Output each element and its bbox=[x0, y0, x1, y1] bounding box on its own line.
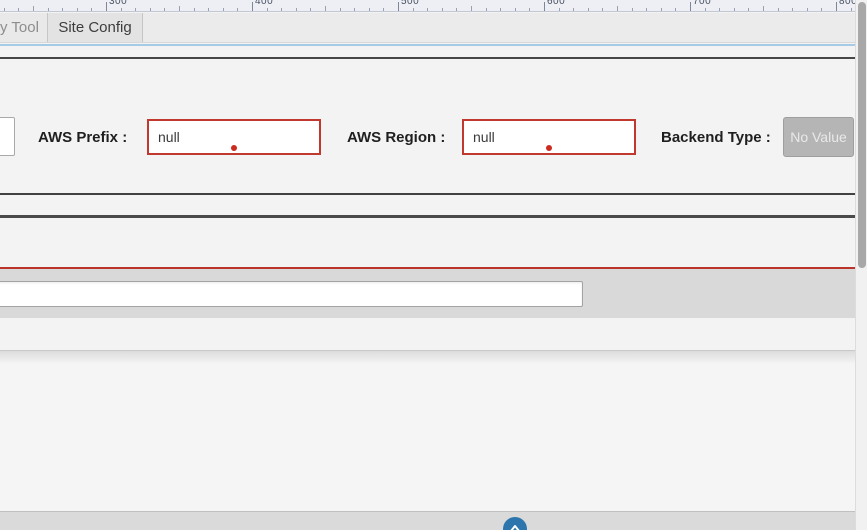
tab-query-tool[interactable]: y Tool bbox=[0, 13, 48, 42]
ruler-tick bbox=[427, 8, 429, 11]
ruler-label: 800 bbox=[839, 0, 855, 7]
ruler-tick bbox=[602, 8, 604, 11]
ruler-tick bbox=[544, 2, 545, 11]
section-divider-top bbox=[0, 57, 855, 59]
ruler-label: 400 bbox=[255, 0, 274, 7]
ruler-tick bbox=[47, 8, 49, 11]
ruler-tick bbox=[91, 8, 93, 11]
active-tab-accent-line bbox=[0, 44, 867, 46]
aws-region-field bbox=[462, 119, 636, 155]
ruler-tick bbox=[821, 8, 823, 11]
ruler-tick bbox=[441, 8, 443, 11]
ruler-label: 500 bbox=[401, 0, 420, 7]
section-divider-middle-2 bbox=[0, 215, 855, 218]
ruler-label: 700 bbox=[693, 0, 712, 7]
backend-type-value-text: No Value bbox=[790, 129, 847, 145]
ruler-tick bbox=[558, 8, 560, 11]
ruler-tick bbox=[222, 8, 224, 11]
ruler-tick bbox=[836, 2, 837, 11]
ruler-label: 600 bbox=[547, 0, 566, 7]
tab-label: y Tool bbox=[0, 19, 39, 36]
ruler-tick bbox=[748, 8, 750, 11]
error-section-divider bbox=[0, 267, 855, 269]
ruler-tick bbox=[295, 8, 297, 11]
section-divider-middle-1 bbox=[0, 193, 855, 195]
ruler-tick bbox=[646, 8, 648, 11]
ruler-tick bbox=[62, 8, 64, 11]
ruler-tick bbox=[135, 8, 137, 11]
ruler-tick bbox=[806, 8, 808, 11]
ruler-tick bbox=[456, 8, 458, 11]
ruler-tick bbox=[164, 8, 166, 11]
ruler-tick bbox=[325, 6, 326, 11]
ruler-tick bbox=[3, 8, 5, 11]
backend-type-value[interactable]: No Value bbox=[783, 117, 854, 157]
ruler-label: 300 bbox=[109, 0, 128, 7]
ruler-tick bbox=[208, 8, 210, 11]
ruler-tick bbox=[485, 8, 487, 11]
ruler-tick bbox=[33, 6, 34, 11]
backend-type-label: Backend Type : bbox=[661, 129, 771, 146]
ruler-tick bbox=[733, 8, 735, 11]
ruler-tick bbox=[792, 8, 794, 11]
ruler-tick bbox=[18, 8, 20, 11]
tab-label: Site Config bbox=[58, 19, 132, 36]
ruler-tick bbox=[763, 6, 764, 11]
ruler-tick bbox=[529, 8, 531, 11]
ruler-tick bbox=[412, 8, 414, 11]
filter-input[interactable] bbox=[0, 281, 583, 307]
aws-region-label: AWS Region : bbox=[347, 129, 446, 146]
ruler: 300 400 500 600 700 800 bbox=[0, 0, 855, 12]
scroll-top-button[interactable] bbox=[503, 517, 527, 530]
ruler-tick bbox=[179, 6, 180, 11]
ruler-tick bbox=[106, 2, 107, 11]
ruler-tick bbox=[777, 8, 779, 11]
ruler-tick bbox=[704, 8, 706, 11]
ruler-tick bbox=[120, 8, 122, 11]
aws-prefix-label: AWS Prefix : bbox=[38, 129, 128, 146]
ruler-tick bbox=[660, 8, 662, 11]
ruler-tick bbox=[339, 8, 341, 11]
ruler-tick bbox=[587, 8, 589, 11]
ruler-tick bbox=[514, 8, 516, 11]
tab-bar: y Tool Site Config bbox=[0, 13, 855, 43]
aws-prefix-field bbox=[147, 119, 321, 155]
scrollbar-thumb[interactable] bbox=[858, 2, 866, 268]
ruler-tick bbox=[354, 8, 356, 11]
ruler-tick bbox=[719, 8, 721, 11]
validation-error-dot bbox=[231, 145, 237, 151]
ruler-tick bbox=[631, 8, 633, 11]
ruler-tick bbox=[617, 6, 618, 11]
ruler-tick bbox=[149, 8, 151, 11]
vertical-scrollbar[interactable] bbox=[855, 0, 867, 530]
panel-shadow bbox=[0, 351, 867, 364]
ruler-tick bbox=[76, 8, 78, 11]
ruler-tick bbox=[850, 8, 852, 11]
ruler-tick bbox=[252, 2, 253, 11]
ruler-tick bbox=[573, 8, 575, 11]
ruler-tick bbox=[281, 8, 283, 11]
ruler-tick bbox=[193, 8, 195, 11]
ruler-tick bbox=[368, 8, 370, 11]
validation-error-dot bbox=[546, 145, 552, 151]
ruler-tick bbox=[690, 2, 691, 11]
content-panel bbox=[0, 352, 867, 511]
ruler-tick bbox=[675, 8, 677, 11]
left-cropped-input[interactable] bbox=[0, 117, 15, 156]
ruler-tick bbox=[398, 2, 399, 11]
panel-edge bbox=[0, 350, 867, 351]
tab-site-config[interactable]: Site Config bbox=[48, 13, 143, 42]
chevron-up-icon bbox=[510, 525, 520, 530]
ruler-tick bbox=[237, 8, 239, 11]
ruler-tick bbox=[266, 8, 268, 11]
ruler-tick bbox=[383, 8, 385, 11]
ruler-tick bbox=[310, 8, 312, 11]
ruler-tick bbox=[500, 8, 502, 11]
footer-bar bbox=[0, 511, 867, 530]
ruler-tick bbox=[471, 6, 472, 11]
